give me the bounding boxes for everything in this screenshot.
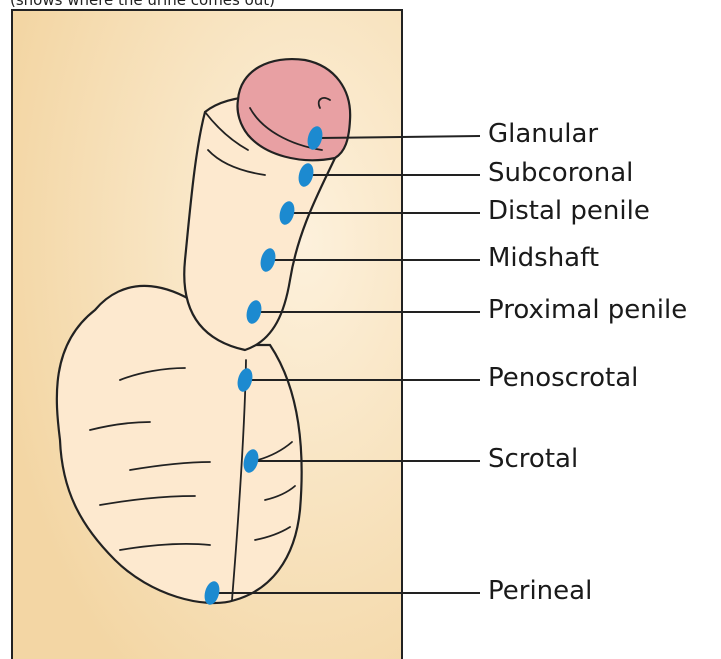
label-scrotal: Scrotal bbox=[488, 446, 578, 472]
label-penoscrotal: Penoscrotal bbox=[488, 365, 638, 391]
label-distal-penile: Distal penile bbox=[488, 198, 650, 224]
label-proximal-penile: Proximal penile bbox=[488, 297, 687, 323]
label-subcoronal: Subcoronal bbox=[488, 160, 633, 186]
label-perineal: Perineal bbox=[488, 578, 592, 604]
label-midshaft: Midshaft bbox=[488, 245, 599, 271]
label-glanular: Glanular bbox=[488, 121, 598, 147]
